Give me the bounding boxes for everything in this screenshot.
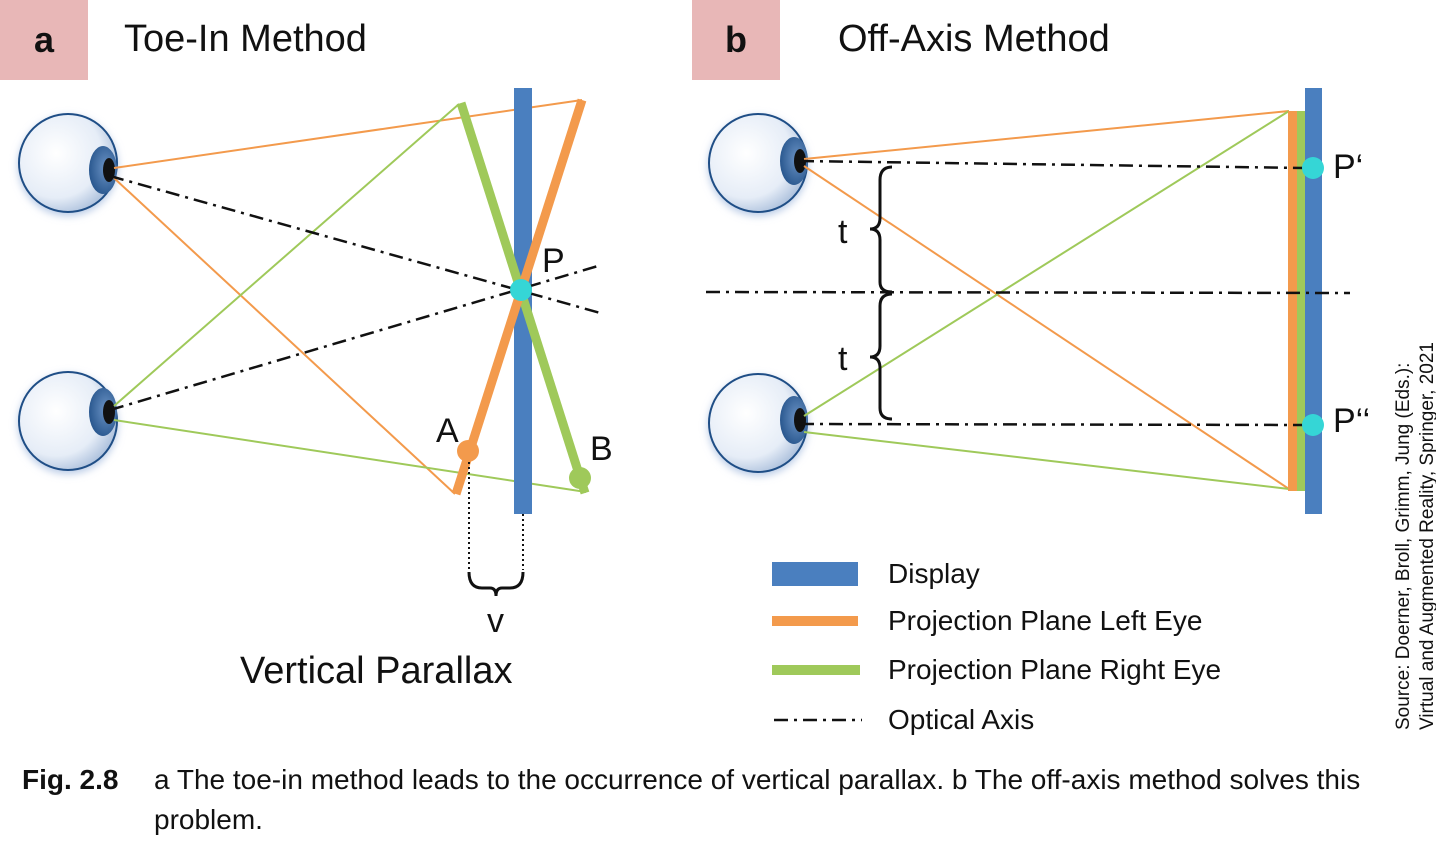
source-note-line1: Source: Doerner, Broll, Grimm, Jung (Eds… (1393, 362, 1414, 730)
panel-a-diagram: P A B v Vertical Parallax (18, 88, 613, 692)
source-note: Source: Doerner, Broll, Grimm, Jung (Eds… (1392, 342, 1436, 730)
label-t-lower: t (838, 340, 848, 378)
legend-label-left-plane: Projection Plane Left Eye (888, 605, 1203, 636)
vertical-parallax-label: Vertical Parallax (240, 650, 512, 692)
label-a: A (436, 412, 459, 450)
legend-label-optical-axis: Optical Axis (888, 704, 1035, 735)
label-b: B (590, 430, 613, 468)
left-eye-frustum-top-b (803, 110, 1290, 160)
source-note-line2: Virtual and Augmented Reality, Springer,… (1417, 342, 1436, 730)
brace-t-upper (869, 165, 893, 294)
optical-axis-right-a (109, 264, 599, 412)
label-p-prime: P‘ (1333, 148, 1363, 186)
caption-text: a The toe-in method leads to the occurre… (154, 764, 1361, 835)
optical-axis-center-b (705, 290, 1351, 295)
optical-axis-right-b (799, 422, 1307, 427)
label-v: v (487, 602, 504, 640)
point-p (510, 279, 532, 301)
panel-b-badge: b (692, 0, 780, 80)
point-a (457, 440, 479, 462)
right-eye-b-icon (708, 373, 808, 476)
label-p-double-prime: P‘‘ (1333, 402, 1370, 440)
left-eye-a-icon (18, 113, 118, 216)
legend-swatch-left-plane (772, 616, 858, 626)
panel-b-diagram: t t P‘ P‘‘ (705, 88, 1370, 514)
right-eye-frustum-bottom-a (113, 419, 587, 493)
label-p: P (542, 242, 565, 280)
panel-a-badge: a (0, 0, 88, 80)
right-eye-frustum-top-b (803, 110, 1290, 417)
point-b (569, 467, 591, 489)
panel-b-title: Off-Axis Method (838, 18, 1110, 60)
display-bar-b (1305, 88, 1322, 514)
left-projection-plane-b (1288, 111, 1297, 491)
left-eye-frustum-bottom-a (113, 177, 456, 495)
right-projection-plane-b (1297, 111, 1305, 491)
point-p-double-prime (1302, 414, 1324, 436)
caption-label: Fig. 2.8 (22, 764, 119, 795)
left-eye-frustum-top-a (113, 99, 583, 169)
legend-label-display: Display (888, 558, 980, 589)
legend-swatch-display (772, 562, 858, 586)
left-eye-b-icon (708, 113, 808, 216)
right-eye-a-icon (18, 371, 118, 474)
point-p-prime (1302, 157, 1324, 179)
panel-a-title: Toe-In Method (124, 18, 367, 60)
legend-swatch-right-plane (772, 665, 860, 675)
right-eye-frustum-top-a (113, 103, 460, 407)
brace-t-lower (869, 292, 893, 421)
label-t-upper: t (838, 213, 848, 251)
optical-axis-left-b (799, 159, 1307, 170)
parallax-brace (467, 571, 525, 597)
legend-swatch-optical-axis (774, 718, 862, 722)
left-eye-frustum-bottom-b (803, 165, 1290, 490)
legend-label-right-plane: Projection Plane Right Eye (888, 654, 1222, 685)
right-eye-frustum-bottom-b (803, 431, 1290, 490)
